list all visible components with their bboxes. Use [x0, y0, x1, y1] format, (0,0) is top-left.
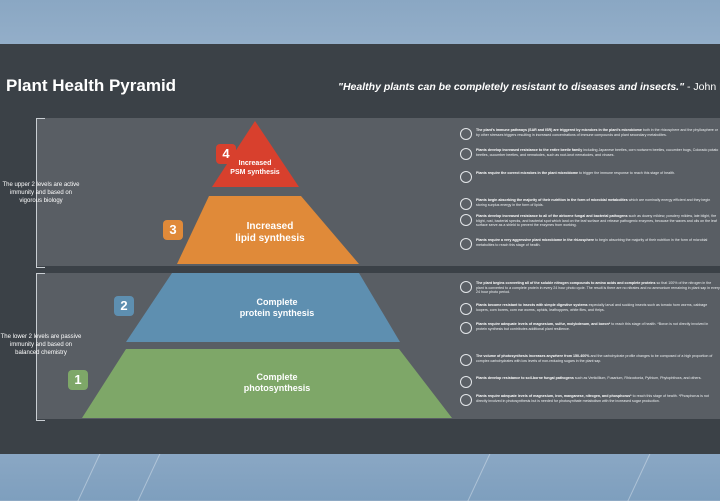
fungus-icon — [460, 376, 472, 388]
roots-icon — [460, 238, 472, 250]
level-2-badge: 2 — [114, 296, 134, 316]
upper-band — [36, 118, 720, 266]
nutrient-icon — [460, 394, 472, 406]
level-3-label-line1: Increased — [246, 221, 294, 232]
level-1-badge: 1 — [68, 370, 88, 390]
slide: Plant Health Pyramid "Healthy plants can… — [0, 44, 720, 454]
insect-icon — [460, 303, 472, 315]
quote-attribution: - John Kempf — [687, 81, 720, 93]
molecule-icon — [460, 281, 472, 293]
pyramid-level-3 — [177, 196, 359, 264]
beetle-icon — [460, 148, 472, 160]
level-1-label-line1: Complete — [256, 372, 298, 382]
pyramid-level-4 — [212, 121, 299, 187]
pyramid-level-1 — [82, 349, 452, 418]
side-label-lower: The lower 2 levels are passive immunity … — [0, 334, 82, 356]
pyramid — [82, 121, 452, 418]
pyramid-level-2 — [126, 273, 400, 342]
level-2-label: Complete protein synthesis — [207, 297, 347, 319]
upper-bracket — [36, 118, 45, 268]
level-4-label-line2: PSM synthesis — [230, 169, 280, 176]
shield-icon — [460, 214, 472, 226]
slide-title: Plant Health Pyramid — [6, 76, 177, 95]
microbe-icon — [460, 171, 472, 183]
level-2-label-line2: protein synthesis — [239, 308, 315, 318]
lower-bracket — [36, 273, 45, 421]
quote: "Healthy plants can be completely resist… — [338, 81, 720, 93]
level-3-badge: 3 — [163, 220, 183, 240]
quote-text: "Healthy plants can be completely resist… — [338, 81, 685, 93]
side-label-upper: The upper 2 levels are active immunity a… — [2, 182, 80, 204]
level-3-label-line2: lipid synthesis — [235, 233, 305, 244]
background-bottom — [0, 446, 720, 501]
level-1-label-line2: photosynthesis — [243, 383, 311, 393]
level-2-label-line1: Complete — [256, 297, 298, 307]
level-1-label: Complete photosynthesis — [207, 372, 347, 394]
level-4-label: Increased PSM synthesis — [225, 159, 285, 177]
level-4-label-line1: Increased — [238, 160, 272, 167]
bug-icon — [460, 128, 472, 140]
background-top — [0, 0, 720, 44]
minerals-icon — [460, 322, 472, 334]
level-3-label: Increased lipid synthesis — [210, 221, 330, 245]
leaf-icon — [460, 198, 472, 210]
sun-icon — [460, 354, 472, 366]
level-4-badge: 4 — [216, 144, 236, 164]
